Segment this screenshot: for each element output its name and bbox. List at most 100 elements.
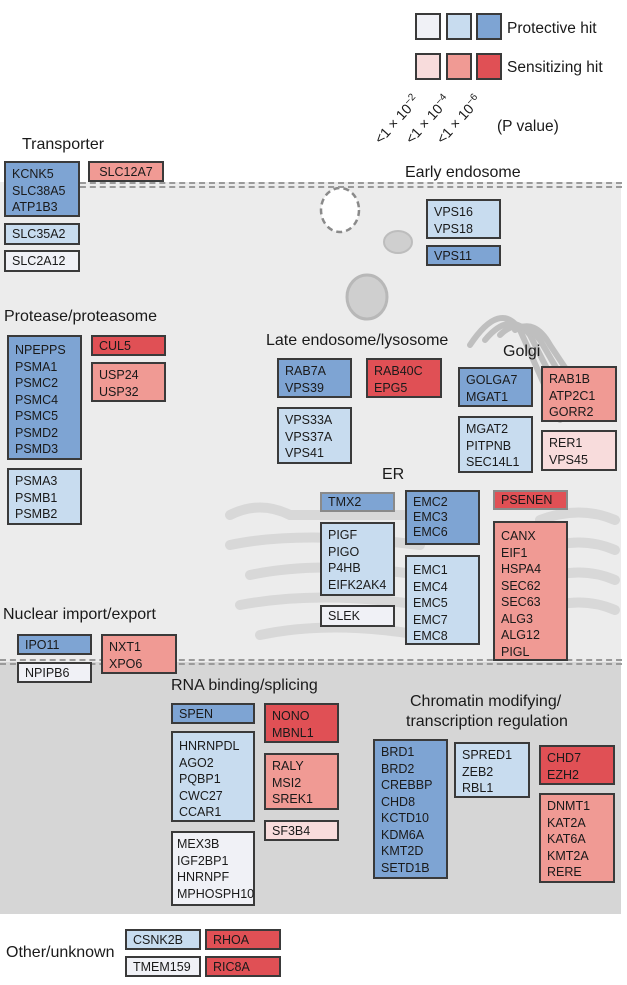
gene-group-box: VPS11 [426, 245, 501, 266]
gene-group-box: EMC1 EMC4 EMC5 EMC7 EMC8 [405, 555, 480, 645]
gene-label: MGAT1 [466, 389, 509, 404]
gene-group-box: TMEM159 [125, 956, 201, 977]
gene-label: SEC63 [501, 595, 541, 609]
gene-label: NPEPPS [15, 343, 66, 357]
gene-label: CSNK2B [133, 933, 184, 947]
gene-label: KCTD10 [381, 811, 429, 825]
gene-label: AGO2 [179, 755, 214, 770]
gene-label: RALY [272, 759, 304, 773]
gene-label: EIF1 [501, 545, 528, 560]
gene-label: EZH2 [547, 767, 579, 782]
gene-label: MSI2 [272, 775, 302, 790]
gene-label: EMC8 [413, 629, 448, 643]
golgi-icon [467, 315, 583, 423]
gene-label: VPS18 [434, 221, 473, 236]
gene-group-box: CUL5 [91, 335, 166, 356]
gene-label: SLEK [328, 609, 360, 623]
gene-group-box: PIGF PIGO P4HB EIFK2AK4 [320, 522, 395, 596]
gene-group-box: RAB7A VPS39 [277, 358, 352, 398]
gene-label: KMT2A [547, 848, 589, 863]
gene-group-box: TMX2 [320, 492, 395, 512]
gene-label: KDM6A [381, 827, 425, 842]
gene-group-box: HNRNPDL AGO2 PQBP1 CWC27 CCAR1 [171, 731, 255, 822]
gene-label: PSMC5 [15, 409, 59, 423]
legend-protective-high-swatch [476, 13, 502, 40]
gene-group-box: MEX3B IGF2BP1 HNRNPF MPHOSPH10 [171, 831, 255, 906]
gene-group-box: NPEPPS PSMA1 PSMC2 PSMC4 PSMC5 PSMD2 PSM… [7, 335, 82, 460]
gene-label: EMC1 [413, 563, 448, 577]
gene-label: NPIPB6 [25, 666, 70, 680]
gene-label: SEC62 [501, 578, 541, 593]
gene-label: HNRNPF [177, 870, 230, 884]
gene-label: VPS33A [285, 413, 333, 427]
gene-label: TMX2 [328, 495, 362, 509]
gene-label: PQBP1 [179, 772, 221, 786]
budding-vesicle-icon [319, 186, 361, 234]
gene-label: ZEB2 [462, 764, 494, 779]
gene-group-box: MGAT2 PITPNB SEC14L1 [458, 416, 533, 473]
gene-group-box: SPRED1 ZEB2 RBL1 [454, 742, 530, 798]
gene-label: GORR2 [549, 405, 594, 419]
gene-label: PSENEN [501, 493, 553, 507]
nuclear-envelope [0, 659, 622, 665]
gene-label: KMT2D [381, 844, 424, 858]
gene-label: VPS11 [434, 249, 472, 263]
gene-group-box: CHD7 EZH2 [539, 745, 615, 785]
gene-label: HNRNPDL [179, 739, 240, 753]
gene-label: SLC35A2 [12, 227, 66, 241]
gene-label: BRD2 [381, 761, 415, 776]
legend-pvalue-label: (P value) [497, 118, 559, 135]
gene-group-box: CANX EIF1 HSPA4 SEC62 SEC63 ALG3 ALG12 P… [493, 521, 568, 661]
nuclear-transport-title: Nuclear import/export [3, 606, 156, 623]
early-endosome-title: Early endosome [405, 164, 521, 181]
legend-sensitizing-mid-swatch [446, 53, 472, 80]
gene-group-box: EMC2 EMC3 EMC6 [405, 490, 480, 545]
late-endosome-title: Late endosome/lysosome [266, 332, 449, 349]
gene-group-box: KCNK5 SLC38A5 ATP1B3 [4, 161, 80, 217]
gene-group-box: IPO11 [17, 634, 92, 655]
gene-group-box: SLC2A12 [4, 250, 80, 272]
gene-label: PIGL [501, 644, 530, 659]
gene-label: RAB7A [285, 364, 326, 378]
gene-label: SF3B4 [272, 824, 311, 838]
gene-label: VPS45 [549, 452, 588, 467]
gene-label: RER1 [549, 436, 583, 450]
gene-group-box: NXT1 XPO6 [101, 634, 177, 674]
gene-label: USP24 [99, 368, 139, 382]
gene-label: EMC2 [413, 495, 448, 509]
gene-group-box: VPS33A VPS37A VPS41 [277, 407, 352, 464]
gene-label: EMC4 [413, 579, 448, 594]
early-vesicle-icon [383, 230, 413, 254]
legend-sensitizing-low-swatch [415, 53, 441, 80]
gene-group-box: GOLGA7 MGAT1 [458, 367, 533, 407]
gene-group-box: SLC12A7 [88, 161, 164, 182]
legend-protective-low-swatch [415, 13, 441, 40]
gene-label: MBNL1 [272, 725, 314, 740]
gene-label: USP32 [99, 384, 139, 399]
gene-label: KAT2A [547, 815, 586, 830]
gene-label: SREK1 [272, 792, 313, 806]
gene-label: SLC38A5 [12, 183, 66, 198]
gene-label: ALG3 [501, 611, 533, 626]
gene-label: PSMD3 [15, 442, 59, 456]
gene-label: PSMA3 [15, 474, 58, 488]
gene-label: SLC2A12 [12, 254, 66, 268]
gene-label: SETD1B [381, 860, 430, 875]
gene-label: RBL1 [462, 781, 494, 795]
late-vesicle-icon [345, 273, 389, 321]
gene-label: NONO [272, 709, 310, 723]
gene-label: EPG5 [374, 380, 408, 395]
gene-label: RAB1B [549, 372, 590, 386]
gene-label: PIGF [328, 528, 358, 542]
gene-label: CWC27 [179, 788, 223, 803]
gene-label: DNMT1 [547, 799, 591, 813]
gene-label: EMC5 [413, 596, 448, 610]
gene-label: EMC6 [413, 525, 448, 539]
gene-group-box: DNMT1 KAT2A KAT6A KMT2A RERE [539, 793, 615, 883]
gene-label: CUL5 [99, 339, 131, 353]
gene-label: VPS41 [285, 446, 324, 460]
gene-group-box: RALY MSI2 SREK1 [264, 753, 339, 810]
gene-group-box: RAB40C EPG5 [366, 358, 442, 398]
gene-group-box: RIC8A [205, 956, 281, 977]
